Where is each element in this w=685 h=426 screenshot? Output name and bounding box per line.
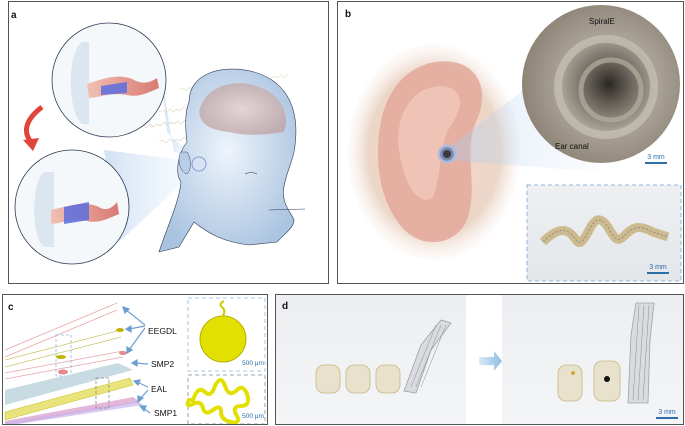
layer-label-eal: EAL <box>151 384 168 394</box>
scale-bar-inset-label: 3 mm <box>649 264 667 271</box>
expansion-photos <box>276 295 683 424</box>
layer-label-smp1: SMP1 <box>154 408 178 418</box>
head-illustration <box>14 22 306 265</box>
photo-before <box>276 295 466 424</box>
layer-label-eegdl: EEGDL <box>148 326 177 336</box>
serpentine-trace <box>185 378 251 424</box>
spiral-electrode-compressed <box>101 82 127 95</box>
label-spirale: SpiralE <box>589 17 615 26</box>
panel-label-d: d <box>282 301 289 312</box>
scale-bar-pad-label: 500 μm <box>242 360 264 367</box>
panel-label-c: c <box>8 302 14 313</box>
label-ear-canal: Ear canal <box>555 142 589 151</box>
panel-label-a: a <box>11 10 17 21</box>
spiral-electrode-expanded <box>64 202 89 224</box>
layer-smp1 <box>5 397 140 424</box>
scale-bar-zoom-label: 3 mm <box>647 154 665 161</box>
ear-photo <box>348 5 682 282</box>
scale-bar-pad: 500 μm <box>241 360 265 367</box>
scale-bar-serpentine-label: 500 μm <box>242 413 264 420</box>
panel-label-b: b <box>345 9 352 20</box>
layer-diagram <box>4 297 266 424</box>
panel-d: d 3 mm <box>275 294 684 425</box>
serpentine-micrograph-inset <box>187 374 266 424</box>
red-curved-arrow <box>23 105 44 144</box>
layer-smp2 <box>5 363 133 405</box>
scale-bar-zoom: 3 mm <box>645 154 667 164</box>
layer-eal <box>4 377 134 421</box>
scale-bar-serpentine: 500 μm <box>241 413 265 420</box>
panel-a: a <box>8 1 329 284</box>
panel-c: c <box>2 294 268 425</box>
scale-bar-inset: 3 mm <box>647 264 669 274</box>
right-arrow-icon <box>479 351 502 371</box>
panel-b: b <box>337 1 684 284</box>
brain <box>199 83 287 135</box>
ear-magnify-ring <box>191 156 207 172</box>
head-ear <box>178 151 191 175</box>
highlight-box-gray <box>95 377 110 409</box>
electrode-pad <box>199 315 247 363</box>
spiral-compressed <box>315 319 452 394</box>
zoom-beam-upper <box>161 74 194 157</box>
scale-bar-d-label: 3 mm <box>658 409 676 416</box>
spiral-expanded <box>557 302 655 404</box>
photo-after <box>502 295 683 424</box>
highlight-box-blue <box>55 334 72 377</box>
layer-label-smp2: SMP2 <box>151 359 175 369</box>
label-arrows <box>122 306 151 414</box>
scale-bar-d: 3 mm <box>656 409 678 419</box>
